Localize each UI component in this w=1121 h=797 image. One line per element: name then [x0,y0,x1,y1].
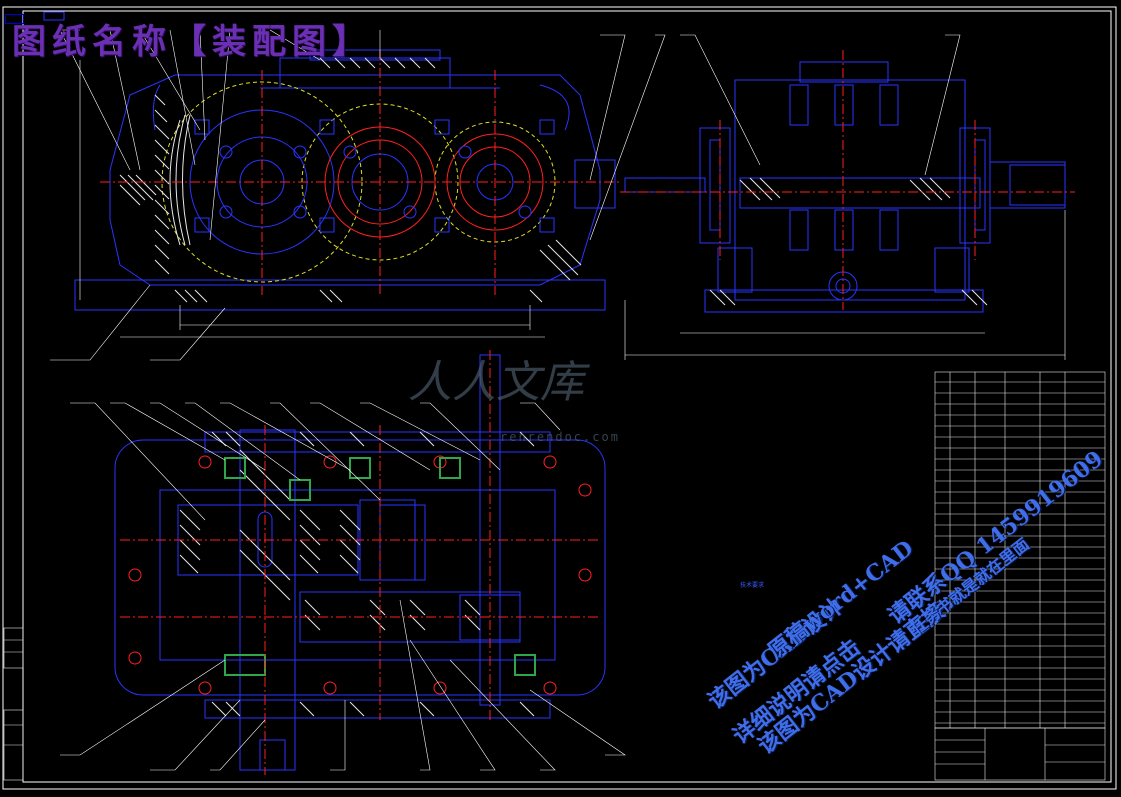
side-hatching [709,177,988,306]
left-margin-box [3,627,24,781]
corner-stamp [5,14,24,24]
side-view [624,61,1066,313]
watermark-logo: 人人文库 [408,357,584,408]
front-view [74,49,616,311]
front-centerlines [100,50,620,295]
top-hatching [179,431,535,717]
parts-table [934,371,1106,729]
side-dimensions [624,34,1066,360]
top-view [114,354,606,771]
top-bolts [128,455,592,695]
front-bolts [194,119,555,233]
drawing-title-overlay: 图纸名称【装配图】 [12,22,372,62]
top-leaders [60,402,626,771]
inner-frame [22,10,1112,783]
technical-notes-title: 技术要求 [739,582,764,589]
technical-notes: 技术要求 [682,580,822,598]
front-dimensions [79,60,545,338]
front-hatching [119,57,582,303]
side-centerlines [620,50,1075,310]
outer-frame [2,6,1117,790]
top-centerlines [120,350,600,775]
watermark-domain: renrendoc.com [500,430,620,444]
title-block [934,727,1106,781]
corner-label-box [43,11,65,21]
front-leaders [50,29,666,361]
